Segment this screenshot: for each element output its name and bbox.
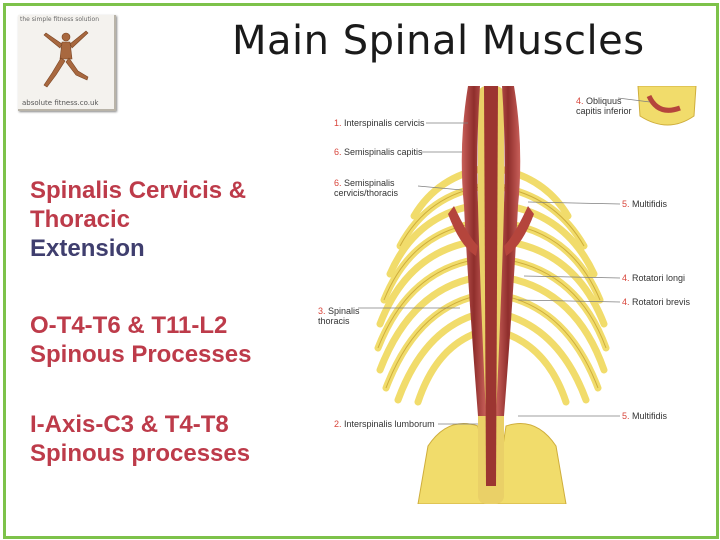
label-rotatori-longi: 4. Rotatori longi	[622, 273, 686, 283]
slide-title: Main Spinal Muscles	[232, 18, 645, 64]
logo-bottom-text: absolute fitness.co.uk	[22, 99, 99, 107]
slide-border	[3, 3, 719, 539]
spine-ribcage-drawing	[358, 86, 697, 504]
text-line: Spinous Processes	[30, 341, 252, 368]
text-line: Spinalis Cervicis &	[30, 177, 247, 204]
text-line: Spinous processes	[30, 440, 251, 467]
text-block-insertion: I-Axis-C3 & T4-T8 Spinous processes	[30, 410, 250, 468]
text-line: Thoracic	[30, 206, 131, 233]
text-line: Extension	[30, 235, 145, 262]
text-line: O-T4-T6 & T11-L2	[30, 312, 228, 339]
athlete-figure-icon	[43, 30, 89, 88]
label-multifidis-upper: 5. Multifidis	[622, 199, 668, 209]
logo: the simple fitness solution absolute fit…	[18, 15, 116, 111]
spinal-muscles-illustration: 1. Interspinalis cervicis 6. Semispinali…	[318, 86, 698, 504]
label-interspinalis-lumborum: 2. Interspinalis lumborum	[334, 419, 435, 429]
label-multifidis-lower: 5. Multifidis	[622, 411, 668, 421]
logo-top-text: the simple fitness solution	[20, 16, 100, 23]
text-block-spinalis: Spinalis Cervicis & Thoracic Extension	[30, 176, 246, 263]
label-semispinalis-capitis: 6. Semispinalis capitis	[334, 147, 423, 157]
label-rotatori-brevis: 4. Rotatori brevis	[622, 297, 691, 307]
label-interspinalis-cervicis: 1. Interspinalis cervicis	[334, 118, 425, 128]
text-block-origin: O-T4-T6 & T11-L2 Spinous Processes	[30, 311, 251, 369]
text-line: I-Axis-C3 & T4-T8	[30, 411, 229, 438]
